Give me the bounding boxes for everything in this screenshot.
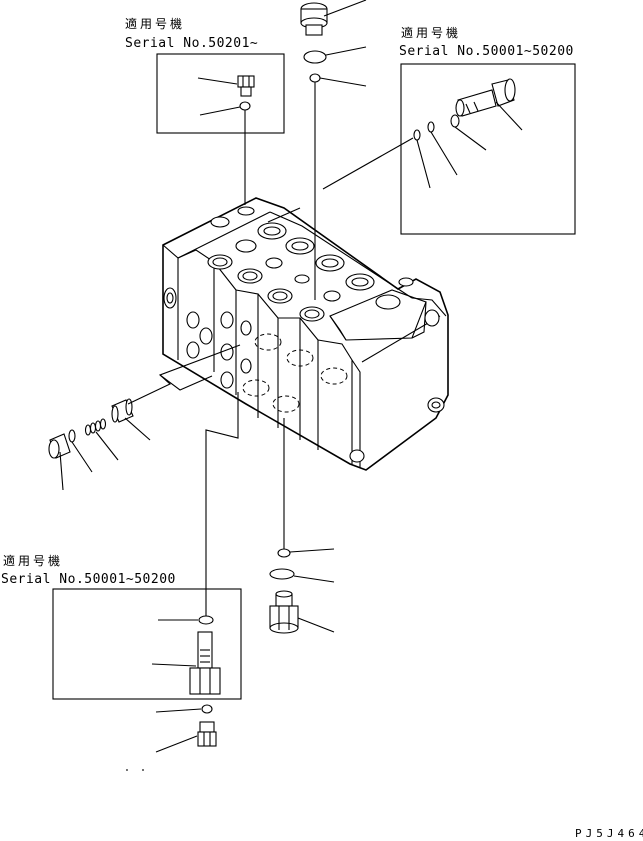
bottom-plug-part <box>269 590 335 634</box>
ring-part-1-inset-top-right <box>450 114 487 151</box>
small-oring-part-bottom <box>155 704 213 714</box>
inset-frame-top-left <box>156 53 285 134</box>
oring-part-inset-bottom-left <box>158 615 214 625</box>
drawing-code: PJ5J464 <box>575 827 643 840</box>
top-oring-part <box>303 46 367 64</box>
top-plug-part <box>300 0 367 36</box>
top-small-oring-part <box>309 73 367 87</box>
left-oring-part <box>68 429 93 473</box>
applicable-label-top-right: 適用号機 <box>401 26 462 40</box>
bottom-small-oring-part <box>277 548 335 558</box>
inset-frame-top-right <box>400 63 576 235</box>
plug-part-inset-top-left <box>197 75 255 97</box>
spool-plug-part-inset-top-right <box>455 78 523 131</box>
leader-line-left-exploded <box>127 344 241 405</box>
sleeve-part <box>111 398 151 441</box>
serial-label-bottom-left: Serial No.50001~50200 <box>1 572 176 587</box>
small-plug-part-bottom <box>155 721 217 753</box>
serial-label-top-right: Serial No.50001~50200 <box>399 44 574 59</box>
leader-line-top-right <box>322 137 414 190</box>
valve-body <box>162 197 449 471</box>
oring-part-inset-top-left <box>199 101 251 116</box>
spring-part <box>84 418 119 461</box>
applicable-label-bottom-left: 適用号機 <box>3 554 64 568</box>
left-plug-part <box>48 433 71 491</box>
bottom-oring-part <box>269 568 335 583</box>
ring-part-3-inset-top-right <box>413 129 431 189</box>
applicable-label-top-left: 適用号機 <box>125 17 186 31</box>
ring-part-2-inset-top-right <box>427 121 458 176</box>
leader-line-bottom-left <box>205 392 239 616</box>
serial-label-top-left: Serial No.50201~ <box>125 36 259 51</box>
long-plug-part-inset-bottom-left <box>151 631 221 695</box>
leader-line-top-right-2 <box>267 207 301 223</box>
